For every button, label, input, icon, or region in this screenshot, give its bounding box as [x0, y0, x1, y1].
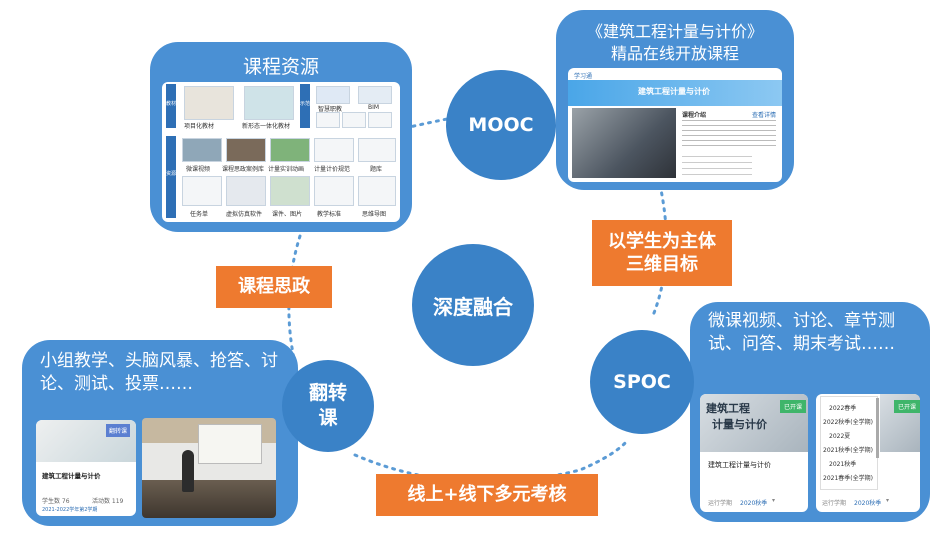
- resources-strip-resources: [166, 136, 176, 218]
- item-bim: BIM: [368, 104, 380, 111]
- resources-strip-textbook: [166, 84, 176, 128]
- spoc-card2-footer-label: 运行学期: [822, 500, 847, 507]
- spoc-term-dropdown[interactable]: 2022春季 2022秋季(全学期) 2022夏 2021秋季(全学期) 202…: [820, 396, 878, 490]
- mooc-site-logo: 学习通: [574, 73, 593, 80]
- spoc-card1-badge: 已开课: [780, 400, 807, 413]
- item-project-textbook: 项目化教材: [184, 123, 215, 130]
- tag-student-centered: 以学生为主体 三维目标: [592, 220, 732, 286]
- flipped-description: 小组教学、头脑风暴、抢答、讨论、测试、投票……: [40, 351, 278, 394]
- mooc-course-name: 建筑工程计量与计价: [638, 87, 710, 96]
- item-sim-software: 虚拟仿真软件: [226, 211, 263, 218]
- mooc-node: MOOC: [446, 70, 556, 180]
- spoc-term-option[interactable]: 2022春季: [829, 405, 857, 412]
- spoc-term-option[interactable]: 2022秋季(全学期): [823, 419, 873, 426]
- flipped-card-activities: 活动数 119: [92, 498, 124, 505]
- classroom-screen: [198, 424, 262, 464]
- standards-thumb: [314, 138, 354, 162]
- classroom-presenter: [182, 450, 194, 492]
- course-resources-panel: 课程资源 教材 项目化教材 新形态一体化教材 示范 智慧职教 BIM 资源 微课…: [150, 42, 412, 232]
- spoc-term-option[interactable]: 2021秋季: [829, 461, 857, 468]
- item-smart-edu: 智慧职教: [318, 106, 343, 113]
- mooc-screenshot: 学习通 建筑工程计量与计价 课程介绍 查看详情: [568, 68, 782, 182]
- spoc-card1-cover-title-1: 建筑工程: [706, 402, 750, 415]
- flipped-class-panel: 小组教学、头脑风暴、抢答、讨论、测试、投票…… 翻转课 建筑工程计量与计价 学生…: [22, 340, 298, 526]
- item-micro-video: 微课视频: [186, 166, 211, 173]
- resources-strip-demo-label: 示范: [300, 101, 311, 107]
- micro-video-thumb: [182, 138, 222, 162]
- item-question-bank: 题库: [370, 166, 383, 173]
- spoc-card1-footer-term[interactable]: 2020秋季: [740, 500, 768, 507]
- item-mind-map: 思维导图: [362, 211, 387, 218]
- teaching-standard-thumb: [314, 176, 354, 206]
- center-node: 深度融合: [412, 244, 534, 366]
- chevron-down-icon[interactable]: ▾: [886, 497, 890, 504]
- item-courseware: 课件、图片: [272, 211, 303, 218]
- mooc-title-line2: 精品在线开放课程: [610, 44, 739, 63]
- spoc-panel: 微课视频、讨论、章节测试、问答、期末考试…… 建筑工程 计量与计价 已开课 建筑…: [690, 302, 930, 522]
- item-task-sheet: 任务单: [190, 211, 209, 218]
- tag-student-line2: 三维目标: [626, 254, 698, 275]
- tag-assessment: 线上+线下多元考核: [376, 474, 598, 516]
- spoc-course-card-1[interactable]: 建筑工程 计量与计价 已开课 建筑工程计量与计价 运行学期 2020秋季 ▾: [700, 394, 808, 512]
- spoc-card1-footer-label: 运行学期: [708, 500, 733, 507]
- flip-node: 翻转课: [282, 360, 374, 452]
- flipped-card-students: 学生数 76: [42, 498, 70, 505]
- chevron-down-icon[interactable]: ▾: [772, 497, 776, 504]
- mind-map-thumb: [358, 176, 396, 206]
- flipped-card-name: 建筑工程计量与计价: [42, 472, 101, 480]
- textbook-thumb-1: [184, 86, 234, 120]
- item-teaching-standard: 教学标准: [317, 211, 342, 218]
- spoc-description: 微课视频、讨论、章节测试、问答、期末考试……: [708, 311, 895, 354]
- question-bank-thumb: [358, 138, 396, 162]
- resources-strip-resources-label: 资源: [166, 171, 177, 177]
- flipped-card-badge: 翻转课: [106, 424, 131, 437]
- spoc-card1-cover-title-2: 计量与计价: [712, 418, 767, 431]
- resources-strip-demo: [300, 84, 310, 128]
- demo-thumb-1: [316, 112, 340, 128]
- item-animation: 计量实训动画: [268, 166, 305, 173]
- courseware-thumb: [270, 176, 310, 206]
- demo-thumb-2: [342, 112, 366, 128]
- animation-thumb: [270, 138, 310, 162]
- mooc-intro-link[interactable]: 查看详情: [752, 112, 777, 119]
- mooc-meta-lines: [682, 156, 752, 176]
- task-sheet-thumb: [182, 176, 222, 206]
- mooc-panel: 《建筑工程计量与计价》 精品在线开放课程 学习通 建筑工程计量与计价 课程介绍 …: [556, 10, 794, 190]
- item-sizheng-case: 课程思政案例库: [222, 166, 265, 173]
- resources-strip-textbook-label: 教材: [166, 101, 177, 107]
- flipped-card-term: 2021-2022学年第2学期: [42, 507, 98, 513]
- mooc-banner: [568, 80, 782, 106]
- item-standards: 计量计价规范: [314, 166, 351, 173]
- mooc-intro-heading: 课程介绍: [682, 112, 707, 119]
- spoc-term-option[interactable]: 2021秋季(全学期): [823, 447, 873, 454]
- textbook-thumb-2: [244, 86, 294, 120]
- spoc-node: SPOC: [590, 330, 694, 434]
- item-new-textbook: 新形态一体化教材: [242, 123, 291, 130]
- bim-thumb: [358, 86, 392, 104]
- tag-course-ideology: 课程思政: [216, 266, 332, 308]
- spoc-term-option[interactable]: 2021春季(全学期): [823, 475, 873, 482]
- sim-software-thumb: [226, 176, 266, 206]
- mooc-building-photo: [572, 108, 676, 178]
- demo-thumb-3: [368, 112, 392, 128]
- spoc-course-card-2[interactable]: 已开课 2022春季 2022秋季(全学期) 2022夏 2021秋季(全学期)…: [816, 394, 920, 512]
- course-resources-screenshot: 教材 项目化教材 新形态一体化教材 示范 智慧职教 BIM 资源 微课视频 课程…: [162, 82, 400, 222]
- spoc-card2-footer-term[interactable]: 2020秋季: [854, 500, 882, 507]
- flipped-course-card[interactable]: 翻转课 建筑工程计量与计价 学生数 76 活动数 119 2021-2022学年…: [36, 420, 136, 516]
- spoc-term-scrollbar[interactable]: [876, 398, 879, 458]
- smart-edu-thumb: [316, 86, 350, 104]
- sizheng-case-thumb: [226, 138, 266, 162]
- spoc-card1-name: 建筑工程计量与计价: [708, 461, 771, 469]
- tag-student-line1: 以学生为主体: [608, 230, 716, 252]
- mooc-title-line1: 《建筑工程计量与计价》: [586, 22, 763, 41]
- course-resources-title: 课程资源: [242, 56, 319, 78]
- spoc-term-option[interactable]: 2022夏: [829, 433, 851, 440]
- spoc-card2-badge: 已开课: [894, 400, 920, 413]
- mooc-intro-text-lines: [682, 120, 776, 150]
